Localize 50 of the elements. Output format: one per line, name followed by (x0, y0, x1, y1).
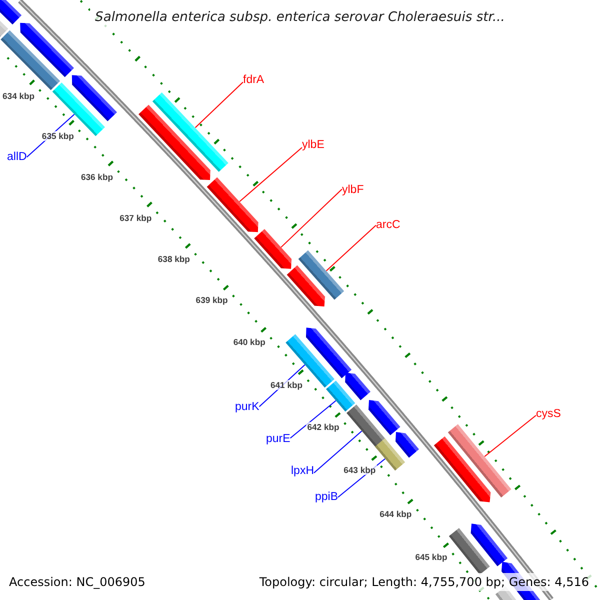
gene-label: purE (266, 433, 290, 446)
gene-label: ppiB (315, 491, 338, 504)
feature-bar (0, 20, 8, 37)
gene-label: purK (235, 401, 260, 414)
feature-bar (448, 424, 512, 498)
feature-bar (286, 334, 334, 388)
feature-bar (152, 92, 228, 172)
feature-bar (0, 30, 60, 90)
gene-label: ylbE (302, 139, 324, 152)
gene-label: ylbF (342, 184, 364, 197)
tick-label: 639 kbp (194, 295, 229, 306)
gene-feature (72, 75, 117, 122)
gene-feature (434, 436, 491, 502)
gene-feature (254, 229, 292, 269)
gene-feature (138, 104, 210, 180)
gene-feature (306, 328, 352, 378)
tick-label: 644 kbp (378, 508, 413, 519)
gene-label: lpxH (291, 465, 314, 478)
leader-line (194, 82, 244, 128)
tick-label: 636 kbp (80, 172, 114, 182)
feature-bar (298, 250, 344, 300)
tick-label: 640 kbp (232, 337, 266, 348)
gene-feature (206, 177, 258, 232)
tick-label: 642 kbp (306, 422, 340, 432)
tick-label: 634 kbp (2, 90, 36, 101)
tick-label: 637 kbp (118, 212, 153, 222)
feature-bar (448, 528, 490, 575)
gene-label: arcC (376, 219, 400, 232)
tick-label: 645 kbp (414, 552, 448, 562)
tick-label: 638 kbp (156, 254, 191, 264)
tick-label: 635 kbp (40, 130, 75, 141)
leader-line (326, 224, 376, 272)
tick-label: 643 kbp (342, 465, 377, 476)
leader-line (314, 430, 362, 474)
tick-label: 641 kbp (269, 380, 304, 390)
gene-label: fdrA (243, 74, 264, 87)
feature-bar (326, 380, 356, 412)
gene-label: cysS (536, 408, 561, 421)
gene-feature (0, 0, 22, 24)
leader-line (239, 147, 302, 202)
gene-feature (345, 372, 370, 400)
feature-bar (346, 404, 388, 450)
gene-label: allD (7, 151, 27, 164)
gene-feature (368, 400, 400, 436)
leader-line (280, 188, 342, 248)
gene-feature (286, 265, 325, 306)
gene-feature (396, 432, 419, 458)
feature-bar (374, 438, 406, 471)
gene-feature (20, 22, 74, 78)
gene-feature (470, 524, 508, 566)
